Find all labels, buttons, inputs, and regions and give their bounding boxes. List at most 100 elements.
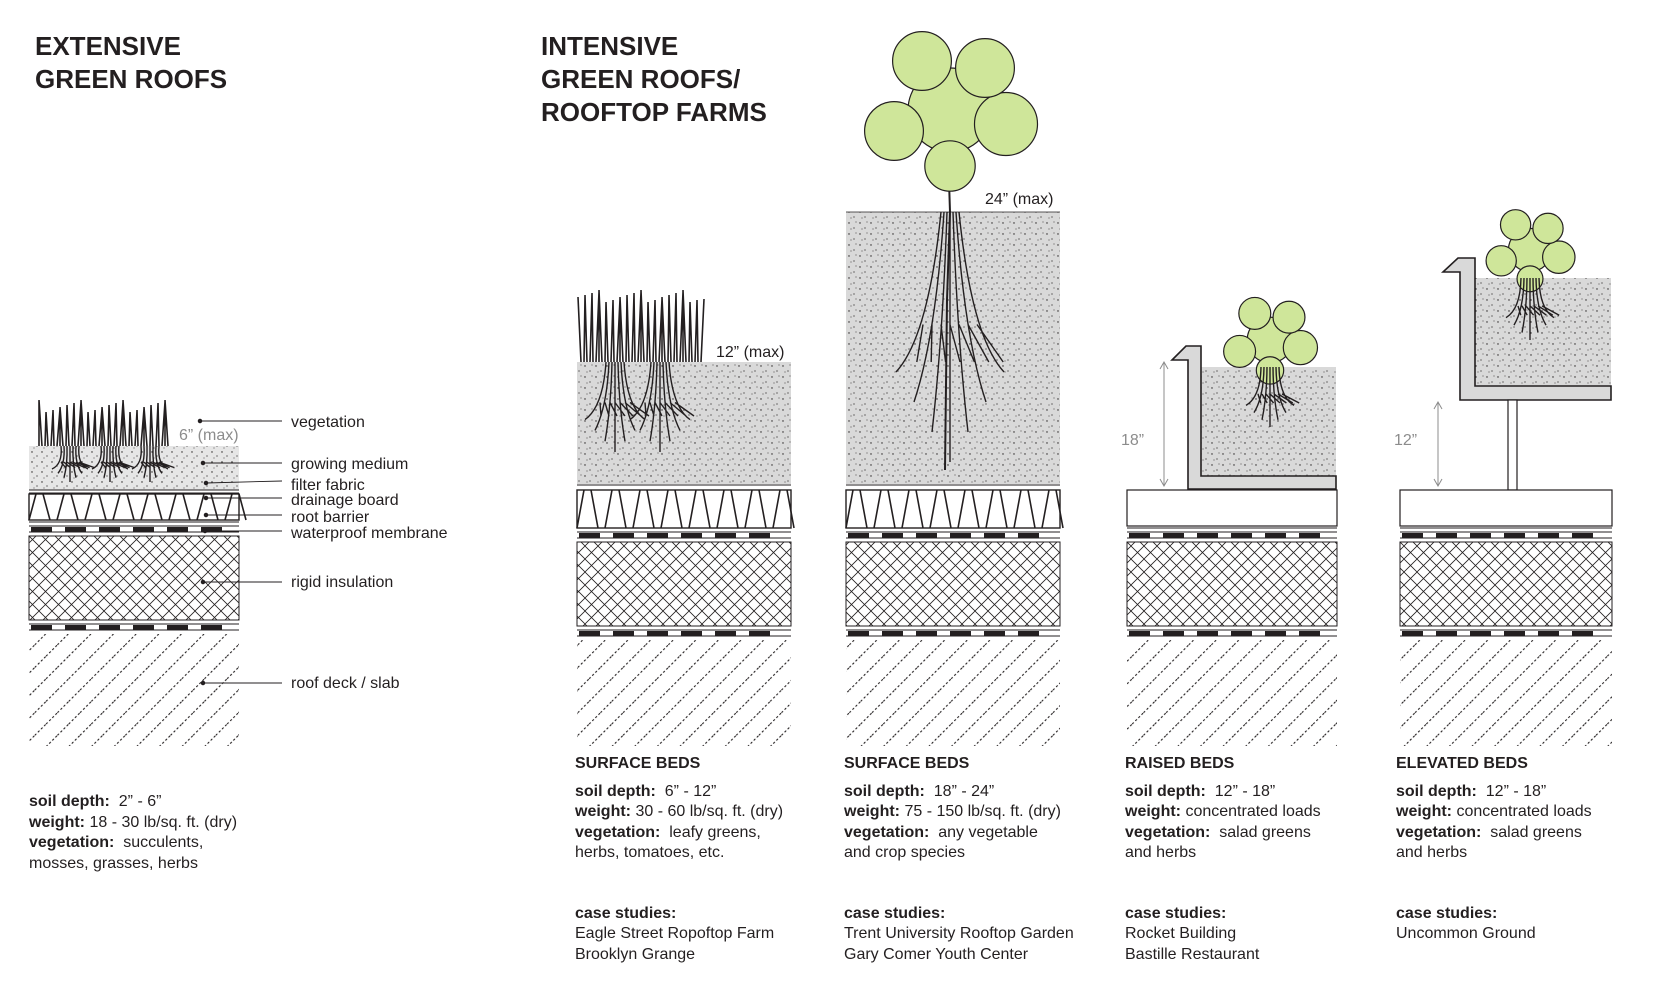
surface2-soil-depth: 18” - 24” — [924, 782, 995, 800]
raised-paver — [1126, 489, 1338, 527]
surface1-lower-membrane-block — [749, 631, 770, 636]
extensive-lower-membrane-block — [99, 625, 120, 630]
elevated-soil-depth-label: soil depth: — [1396, 782, 1477, 800]
raised-soil-depth: 12” - 18” — [1205, 782, 1276, 800]
extensive-grass-blades — [38, 399, 169, 447]
raised-membrane-block — [1197, 533, 1218, 538]
extensive-lower-membrane-block — [133, 625, 154, 630]
raised-lower-membrane-block — [1129, 631, 1150, 636]
surface1-weight: 30 - 60 lb/sq. ft. (dry) — [631, 803, 784, 820]
extensive-title-line-1: EXTENSIVE — [35, 31, 181, 61]
raised-assembly — [1126, 345, 1338, 746]
surface2-taproot — [944, 211, 951, 471]
elevated-roof-deck — [1400, 640, 1612, 746]
roof-assemblies — [28, 211, 1613, 746]
elevated-membrane-block — [1436, 533, 1457, 538]
label-growing-medium: growing medium — [291, 456, 408, 473]
extensive-vegetation — [38, 399, 175, 482]
surface1-lower-membrane-block — [647, 631, 668, 636]
raised-title: RAISED BEDS — [1125, 755, 1235, 772]
elevated-membrane-block — [1504, 533, 1525, 538]
elevated-leaf-cluster — [1485, 245, 1517, 277]
surface2-leaf-cluster — [863, 100, 924, 161]
raised-membrane-block — [1299, 533, 1320, 538]
surface1-vegetation-label: vegetation: — [575, 823, 661, 841]
extensive-lower-membrane-block — [31, 625, 52, 630]
raised-membrane-block — [1163, 533, 1184, 538]
extensive-b-roots — [91, 445, 135, 482]
elevated-title: ELEVATED BEDS — [1396, 755, 1528, 772]
elevated-membrane-block — [1402, 533, 1423, 538]
elevated-lower-membrane-block — [1436, 631, 1457, 636]
surface2-title: SURFACE BEDS — [844, 755, 970, 772]
elevated-lower-membrane-block — [1572, 631, 1593, 636]
surface1-soil-depth: 6” - 12” — [655, 782, 717, 800]
raised-leaf-cluster — [1223, 334, 1257, 368]
raised-leaf-cluster — [1238, 296, 1272, 330]
intensive-title-line-3: ROOFTOP FARMS — [541, 97, 767, 127]
surface1-membrane-block — [681, 533, 702, 538]
elevated-assembly — [1399, 257, 1613, 746]
elevated-weight-label: weight: — [1396, 803, 1452, 820]
surface2-growing-medium — [846, 212, 1060, 484]
surface2-case-2: Gary Comer Youth Center — [844, 945, 1029, 963]
surface2-lower-membrane-block — [882, 631, 903, 636]
elevated-plant — [1485, 209, 1576, 340]
surface2-membrane-block — [950, 533, 971, 538]
raised-weight: concentrated loads — [1181, 803, 1321, 820]
elevated-case-studies-label: case studies: — [1396, 904, 1498, 922]
surface2-membrane-block — [984, 533, 1005, 538]
layer-labels: vegetation growing medium filter fabric … — [290, 414, 448, 692]
raised-case-1: Rocket Building — [1125, 925, 1237, 942]
extensive-title: EXTENSIVE GREEN ROOFS — [35, 30, 227, 96]
elevated-lower-membrane-block — [1504, 631, 1525, 636]
surface2-membrane-block — [882, 533, 903, 538]
elevated-lower-membrane-block — [1538, 631, 1559, 636]
extensive-membrane-block — [167, 527, 188, 532]
surface1-drainage-pattern — [576, 489, 795, 529]
elevated-lower-membrane-block — [1402, 631, 1423, 636]
elevated-vegetation-1: salad greens — [1481, 823, 1582, 841]
surface1-grass-blades — [577, 289, 705, 363]
dimension-surface-tall: 24” (max) — [985, 191, 1053, 208]
elevated-leaf-cluster — [1542, 240, 1576, 275]
dimension-extensive: 6” (max) — [179, 427, 239, 444]
elevated-roots — [1505, 277, 1560, 340]
surface2-lower-membrane-block — [848, 631, 869, 636]
surface2-assembly — [845, 211, 1064, 746]
surface2-case-studies-label: case studies: — [844, 904, 946, 922]
elevated-leaf-cluster — [1499, 209, 1532, 241]
raised-roof-deck — [1127, 640, 1337, 746]
surface2-lower-membrane-block — [916, 631, 937, 636]
surface2-weight-label: weight: — [844, 803, 900, 820]
raised-bed-soil — [1201, 367, 1336, 487]
raised-leaf-cluster — [1282, 329, 1319, 366]
surface1-b-roots — [629, 361, 695, 452]
surface2-lower-membrane-block — [950, 631, 971, 636]
label-root-barrier: root barrier — [291, 509, 370, 526]
extensive-membrane-block — [133, 527, 154, 532]
extensive-weight-label: weight: — [29, 813, 85, 831]
elevated-rigid-insulation — [1399, 541, 1613, 627]
surface2-roof-deck — [846, 640, 1060, 746]
surface1-vegetation — [577, 289, 705, 452]
plants — [38, 31, 1576, 482]
elevated-bed-soil — [1467, 278, 1611, 394]
dimension-labels: 6” (max) 12” (max) 24” (max) 18” 12” — [179, 191, 1417, 449]
extensive-roof-deck — [29, 634, 239, 746]
dimension-raised: 18” — [1121, 432, 1144, 449]
dimension-elevated: 12” — [1394, 432, 1417, 449]
raised-membrane-block — [1265, 533, 1286, 538]
surface2-case-1: Trent University Rooftop Garden — [844, 925, 1074, 942]
raised-roots — [1245, 366, 1300, 427]
surface2-drainage-board — [845, 489, 1061, 529]
surface2-soil-depth-label: soil depth: — [844, 782, 925, 800]
surface2-weight: 75 - 150 lb/sq. ft. (dry) — [900, 803, 1061, 820]
surface1-roof-deck — [577, 640, 791, 746]
surface1-growing-medium — [577, 362, 791, 484]
dimension-arrows — [1159, 360, 1443, 488]
elevated-vegetation-label: vegetation: — [1396, 823, 1482, 841]
label-roof-deck: roof deck / slab — [291, 675, 400, 692]
extensive-rigid-insulation — [28, 535, 240, 621]
raised-info: RAISED BEDS soil depth: 12” - 18” weight… — [1125, 754, 1355, 965]
